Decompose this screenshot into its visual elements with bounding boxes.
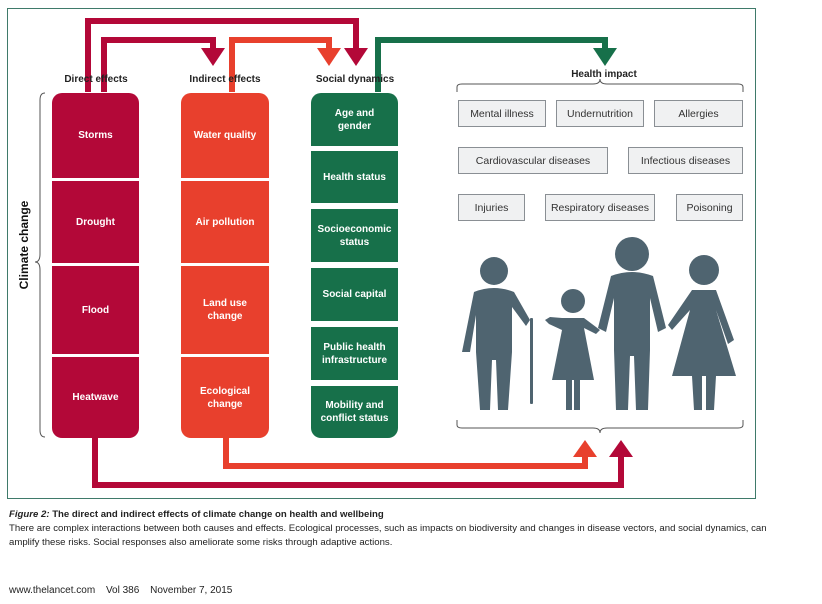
direct-effect-flood: Flood xyxy=(52,266,139,354)
social-dynamics-heading: Social dynamics xyxy=(315,74,395,85)
elderly-man-figure xyxy=(462,257,533,410)
arrowhead-direct-to-social xyxy=(344,48,368,66)
health-impact-top-brace xyxy=(456,78,744,92)
girl-figure xyxy=(545,289,600,410)
direct-effect-heatwave: Heatwave xyxy=(52,357,139,438)
health-allergies: Allergies xyxy=(654,100,743,127)
arrow-direct-to-indirect xyxy=(101,37,216,92)
figure-title: The direct and indirect effects of clima… xyxy=(52,509,384,520)
arrow-indirect-to-health xyxy=(223,438,588,469)
health-impact-heading: Health impact xyxy=(571,69,637,80)
health-mental-illness: Mental illness xyxy=(458,100,546,127)
direct-effect-storms: Storms xyxy=(52,93,139,178)
indirect-effect-water-quality: Water quality xyxy=(181,93,269,178)
direct-effect-drought: Drought xyxy=(52,181,139,263)
indirect-effect-air-pollution: Air pollution xyxy=(181,181,269,263)
health-impact-bottom-brace xyxy=(456,420,744,434)
figure-title-line: Figure 2: The direct and indirect effect… xyxy=(9,508,789,522)
figure-description: There are complex interactions between b… xyxy=(9,523,767,548)
page-footer: www.thelancet.com Vol 386 November 7, 20… xyxy=(9,585,240,596)
health-undernutrition: Undernutrition xyxy=(556,100,644,127)
climate-change-brace xyxy=(34,92,46,438)
footer-volume: Vol 386 xyxy=(105,585,140,596)
health-infectious-diseases: Infectious diseases xyxy=(628,147,743,174)
climate-change-label: Climate change xyxy=(17,200,31,290)
arrowhead-direct-to-health xyxy=(609,440,633,457)
social-socioeconomic-status: Socioeconomic status xyxy=(311,209,398,262)
people-illustration xyxy=(462,237,736,410)
arrow-direct-to-social xyxy=(85,18,359,92)
arrowhead-direct-to-indirect xyxy=(201,48,225,66)
arrow-social-to-health xyxy=(375,37,608,92)
figure-caption: Figure 2: The direct and indirect effect… xyxy=(9,508,789,550)
social-age-and-gender: Age and gender xyxy=(311,93,398,146)
health-poisoning: Poisoning xyxy=(676,194,743,221)
social-social-capital: Social capital xyxy=(311,268,398,321)
indirect-effect-land-use-change: Land use change xyxy=(181,266,269,354)
health-injuries: Injuries xyxy=(458,194,525,221)
direct-effects-heading: Direct effects xyxy=(64,74,128,85)
footer-date: November 7, 2015 xyxy=(150,585,233,596)
health-respiratory-diseases: Respiratory diseases xyxy=(545,194,655,221)
social-health-status: Health status xyxy=(311,151,398,203)
social-mobility-and-conflict-status: Mobility and conflict status xyxy=(311,386,398,438)
arrowhead-indirect-to-social xyxy=(317,48,341,66)
figure-label: Figure 2: xyxy=(9,509,50,520)
arrowhead-social-to-health xyxy=(593,48,617,66)
woman-figure xyxy=(668,255,736,410)
indirect-effect-ecological-change: Ecological change xyxy=(181,357,269,438)
health-cardiovascular-diseases: Cardiovascular diseases xyxy=(458,147,608,174)
arrowhead-indirect-to-health xyxy=(573,440,597,457)
arrow-direct-to-health xyxy=(92,438,624,488)
indirect-effects-heading: Indirect effects xyxy=(189,74,261,85)
social-public-health-infrastructure: Public health infrastructure xyxy=(311,327,398,380)
footer-site: www.thelancet.com xyxy=(9,585,96,596)
man-figure xyxy=(598,237,666,410)
arrow-indirect-to-social xyxy=(229,37,332,92)
